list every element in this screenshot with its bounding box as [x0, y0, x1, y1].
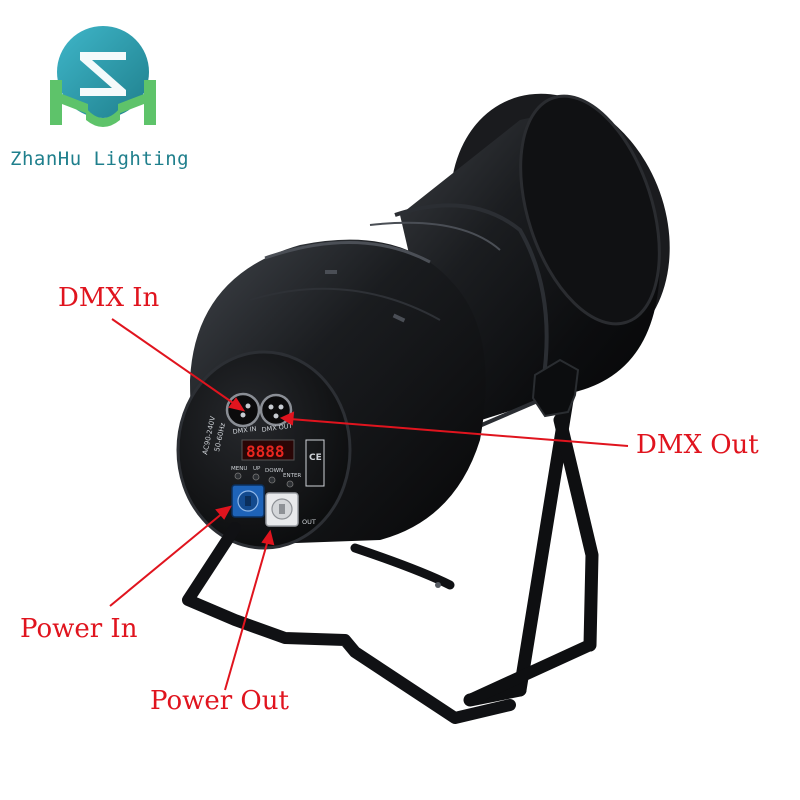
dmx-out-arrow — [289, 418, 629, 447]
brand-name: ZhanHu Lighting — [10, 148, 190, 170]
enter-button — [286, 480, 294, 488]
power-out-label: Power Out — [150, 686, 289, 716]
out-panel-text: OUT — [302, 518, 316, 526]
ce-mark-text: CE — [309, 453, 322, 463]
dmx-in-label: DMX In — [58, 283, 160, 313]
menu-button-label: MENU — [231, 466, 247, 472]
tilt-knob — [531, 358, 580, 418]
control-panel: DMX IN DMX OUT 8888 AC90-240V 50-60Hz ME… — [176, 350, 352, 550]
enter-button-label: ENTER — [283, 473, 301, 479]
stand-rivet — [435, 582, 441, 588]
brand-logo — [50, 26, 156, 127]
power-in-arrowhead — [215, 505, 232, 520]
dmx-out-label: DMX Out — [636, 430, 759, 460]
power-out-connector — [265, 492, 299, 527]
dmx-in-arrow — [111, 318, 237, 406]
dmx-in-arrowhead — [228, 397, 246, 412]
callout-arrows — [109, 318, 629, 691]
up-button-label: UP — [253, 466, 261, 472]
led-display-text: 8888 — [246, 442, 285, 461]
led-display — [241, 439, 295, 461]
down-button-label: DOWN — [265, 468, 283, 474]
power-in-arrow — [109, 511, 225, 607]
ce-mark-box — [305, 439, 325, 487]
power-in-label: Power In — [20, 614, 138, 644]
down-button — [268, 476, 276, 484]
power-out-arrowhead — [261, 529, 275, 546]
up-button — [252, 473, 260, 481]
menu-button — [234, 472, 242, 480]
dmx-in-panel-text: DMX IN — [232, 425, 257, 436]
stand-yoke — [463, 393, 599, 707]
power-out-arrow — [224, 539, 269, 691]
dmx-out-arrowhead — [279, 411, 295, 426]
stand-front — [182, 522, 516, 724]
power-in-connector — [231, 484, 265, 518]
